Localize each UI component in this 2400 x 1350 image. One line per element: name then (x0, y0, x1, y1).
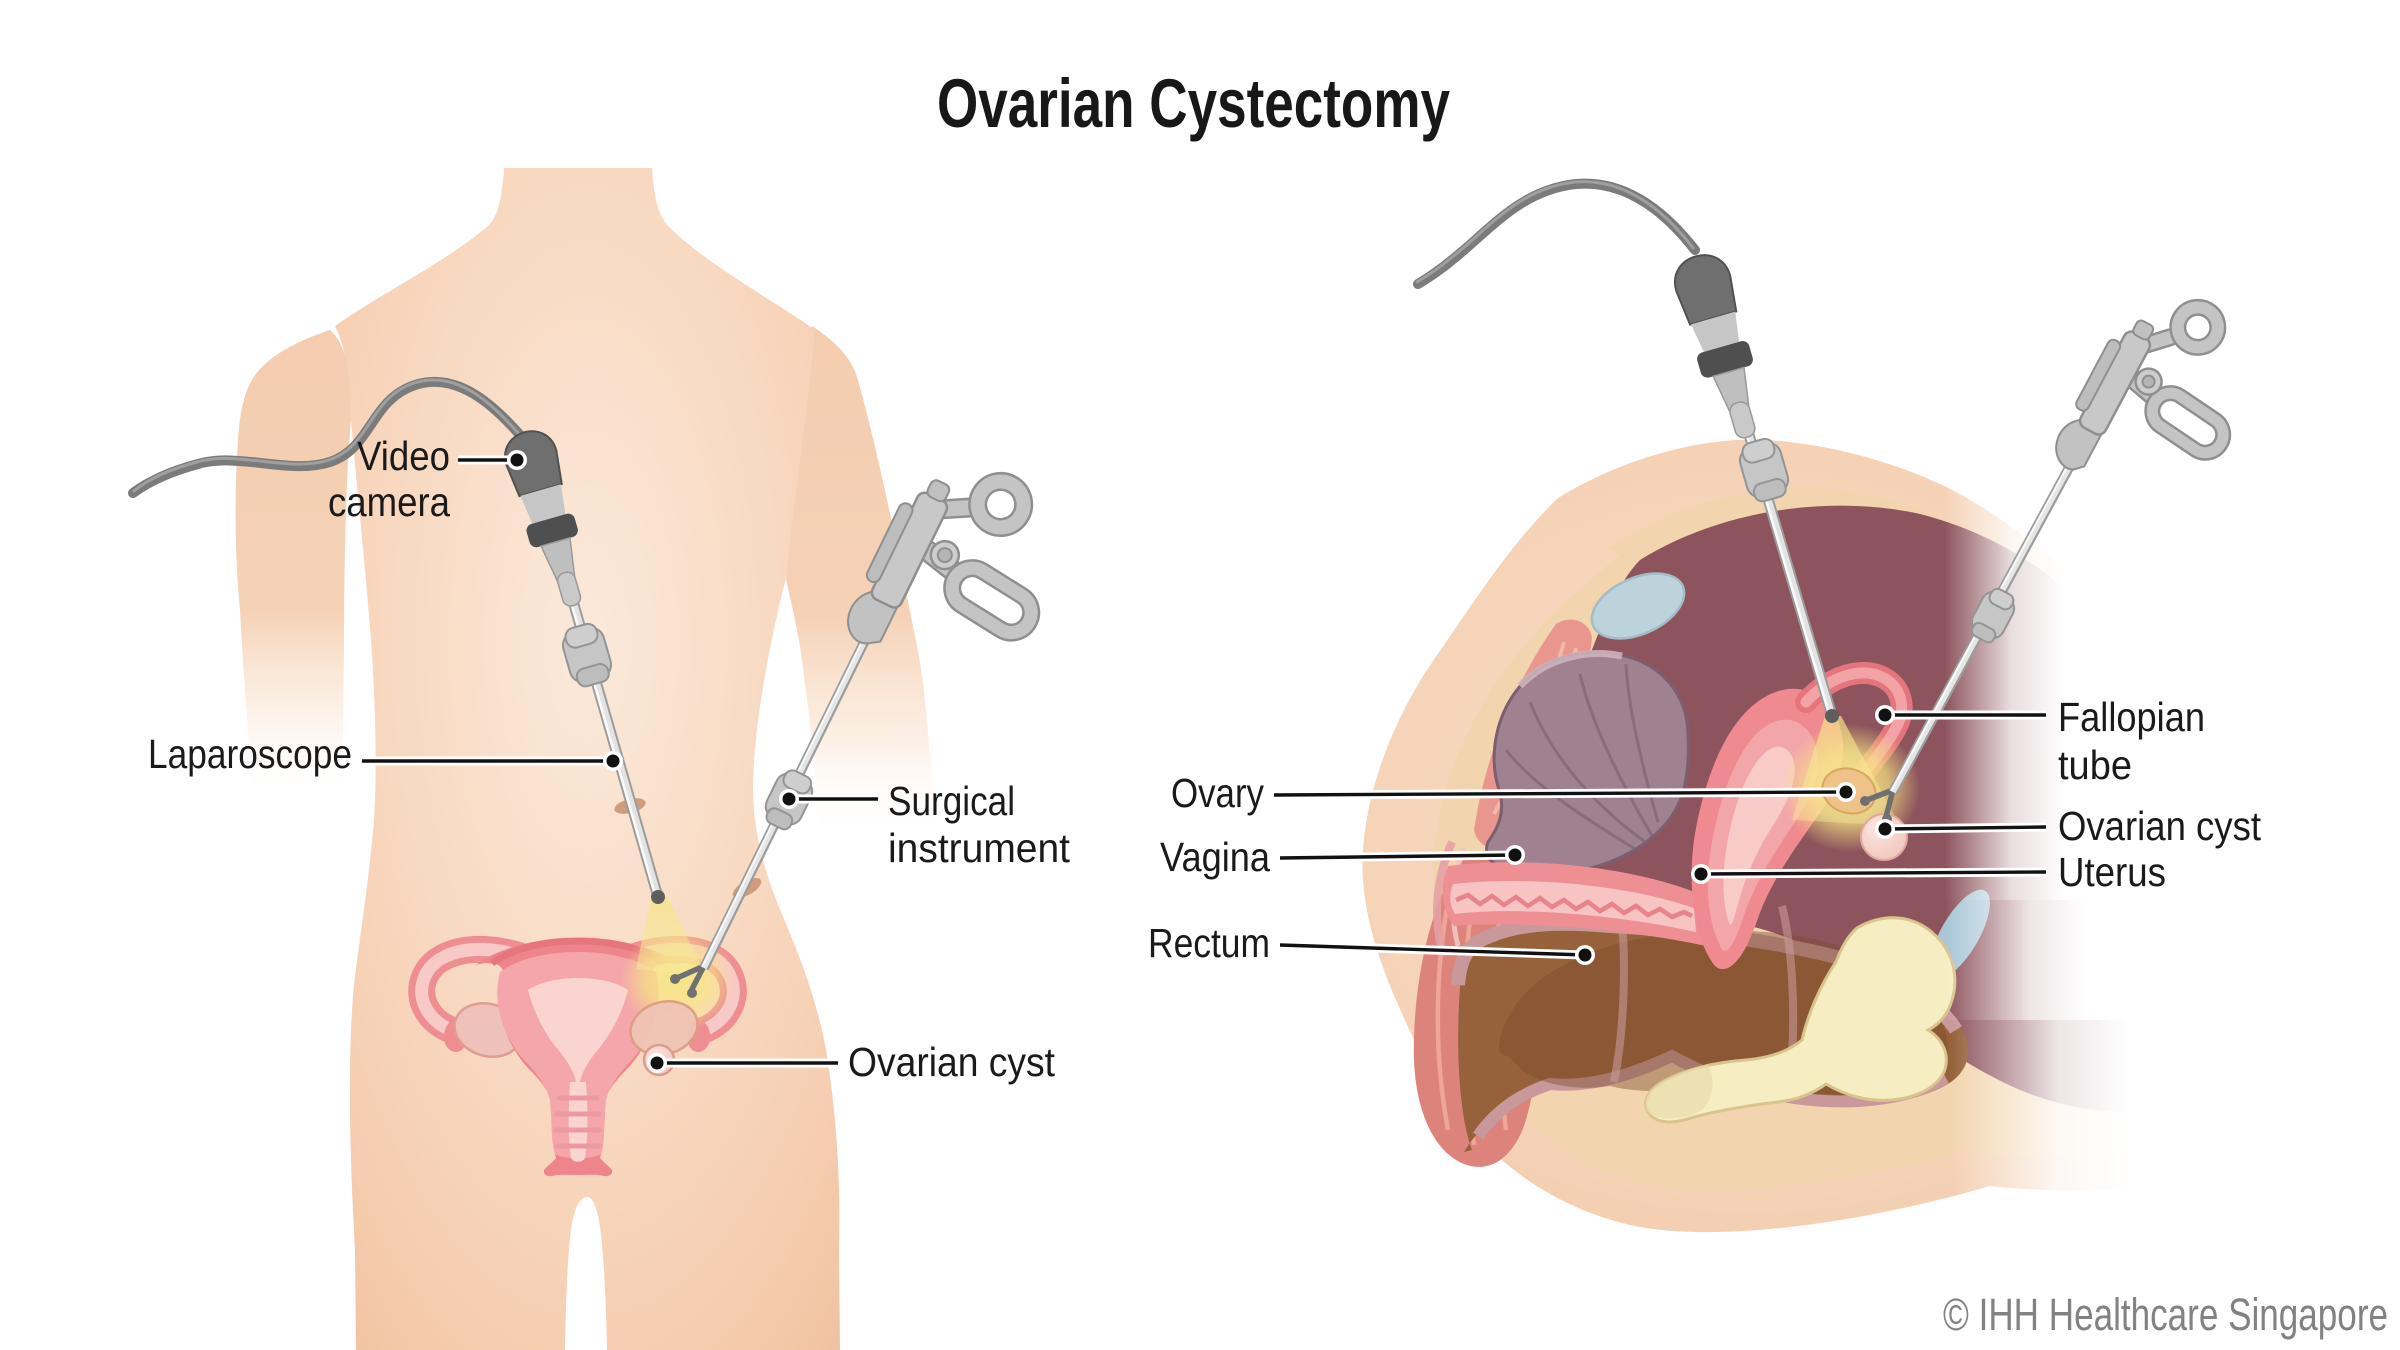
svg-text:Ovarian cyst: Ovarian cyst (2058, 803, 2262, 849)
svg-text:Ovarian cyst: Ovarian cyst (848, 1039, 1056, 1085)
svg-text:Ovarian Cystectomy: Ovarian Cystectomy (937, 65, 1450, 142)
svg-text:© IHH Healthcare Singapore: © IHH Healthcare Singapore (1943, 1289, 2388, 1340)
svg-text:Ovary: Ovary (1171, 770, 1264, 816)
svg-text:camera: camera (328, 479, 450, 525)
svg-text:Vagina: Vagina (1160, 834, 1270, 880)
svg-text:Fallopian: Fallopian (2058, 694, 2205, 740)
svg-text:instrument: instrument (888, 825, 1071, 871)
svg-text:tube: tube (2058, 742, 2132, 788)
svg-text:Rectum: Rectum (1148, 920, 1270, 966)
svg-text:Video: Video (357, 433, 450, 479)
svg-text:Uterus: Uterus (2058, 849, 2166, 895)
svg-text:Laparoscope: Laparoscope (148, 731, 352, 777)
svg-text:Surgical: Surgical (888, 778, 1015, 824)
